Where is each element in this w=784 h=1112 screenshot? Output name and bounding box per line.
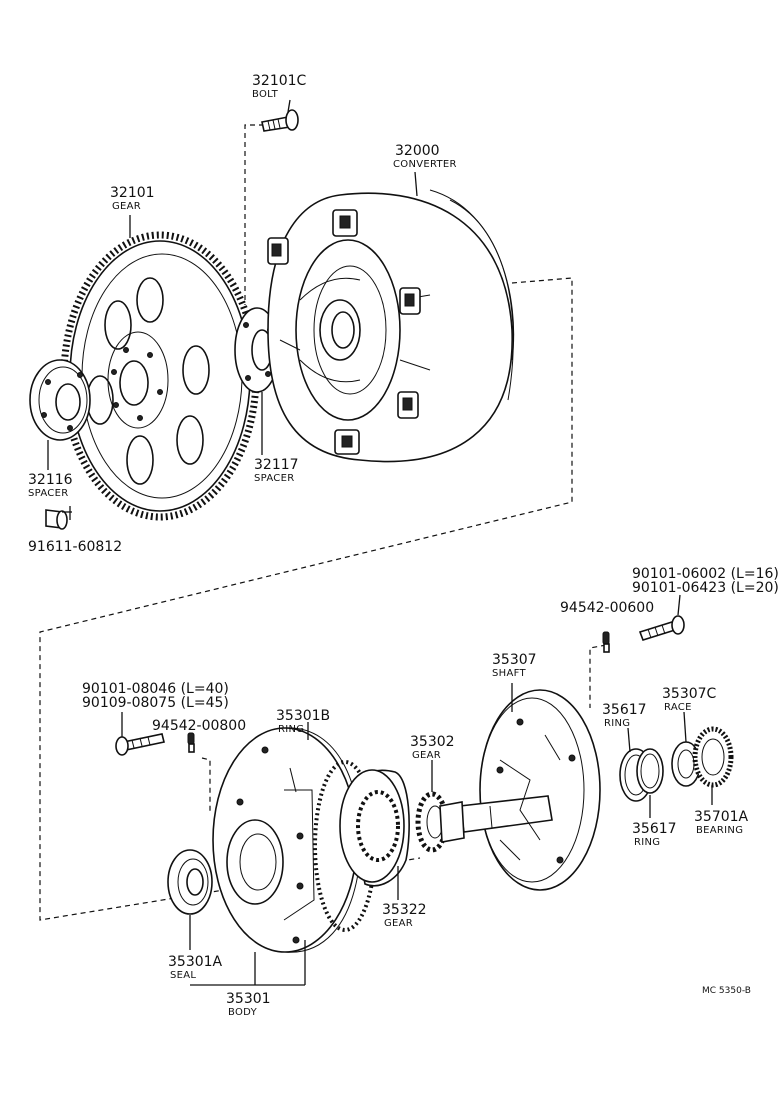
label-35307-number: 35307 <box>492 652 537 668</box>
label-32116-name: SPACER <box>28 488 68 499</box>
shaft-35307-drawing <box>459 683 601 891</box>
bearing-35701a-drawing <box>692 726 734 805</box>
rings-35617-drawing <box>619 727 664 818</box>
label-35301a-name: SEAL <box>170 970 196 981</box>
torque-converter-32000-drawing <box>267 171 515 463</box>
label-35301a-number: 35301A <box>168 954 223 970</box>
label-35307c-name: RACE <box>664 702 692 713</box>
label-90101-06002: 90101-06002 (L=16) <box>632 566 779 582</box>
label-94542-00600: 94542-00600 <box>560 600 654 616</box>
label-90101-08046: 90101-08046 (L=40) <box>82 681 229 697</box>
label-35302-name: GEAR <box>412 750 441 761</box>
label-35301-number: 35301 <box>226 991 271 1007</box>
label-35301b-number: 35301B <box>276 708 330 724</box>
label-90101-06423: 90101-06423 (L=20) <box>632 580 779 596</box>
label-90109-08075: 90109-08075 (L=45) <box>82 695 229 711</box>
label-35617-top-number: 35617 <box>602 702 647 718</box>
label-32101-number: 32101 <box>110 185 155 201</box>
label-35617-bot-number: 35617 <box>632 821 677 837</box>
ring-gear-32101-drawing <box>60 215 260 521</box>
label-32117-name: SPACER <box>254 473 294 484</box>
label-35617-top-name: RING <box>604 718 630 729</box>
pin-94542-00800-drawing <box>187 732 195 753</box>
spacer-32116-drawing <box>29 359 91 470</box>
seal-35301a-drawing <box>167 849 213 950</box>
label-35301b-name: RING <box>278 724 304 735</box>
label-32101c-number: 32101C <box>252 73 307 89</box>
pin-94542-00600-drawing <box>602 631 610 653</box>
label-91611-number: 91611-60812 <box>28 539 122 555</box>
callout-labels: 32101C BOLT 32000 CONVERTER 32101 GEAR 3… <box>28 73 779 1018</box>
gear-35302-drawing <box>415 760 465 853</box>
label-35701a-number: 35701A <box>694 809 749 825</box>
label-32101-name: GEAR <box>112 201 141 212</box>
gear-35322-drawing <box>339 769 410 900</box>
label-35322-number: 35322 <box>382 902 427 918</box>
bolt-32101c-drawing <box>261 99 299 132</box>
bolt-91611-drawing <box>45 506 72 530</box>
pump-body-35301-drawing <box>190 727 362 986</box>
label-32101c-name: BOLT <box>252 89 279 100</box>
label-35301-name: BODY <box>228 1007 258 1018</box>
label-32000-name: CONVERTER <box>393 159 457 170</box>
drawing-code: MC 5350-B <box>702 986 751 996</box>
label-35307c-number: 35307C <box>662 686 717 702</box>
label-35307-name: SHAFT <box>492 668 526 679</box>
label-35617-bot-name: RING <box>634 837 660 848</box>
label-35322-name: GEAR <box>384 918 413 929</box>
bolt-90101-06002-drawing <box>638 594 685 641</box>
bolt-90101-08046-drawing <box>115 712 165 756</box>
label-35701a-name: BEARING <box>696 825 743 836</box>
label-35302-number: 35302 <box>410 734 455 750</box>
label-32117-number: 32117 <box>254 457 299 473</box>
label-94542-00800: 94542-00800 <box>152 718 246 734</box>
label-32116-number: 32116 <box>28 472 73 488</box>
label-32000-number: 32000 <box>395 143 440 159</box>
